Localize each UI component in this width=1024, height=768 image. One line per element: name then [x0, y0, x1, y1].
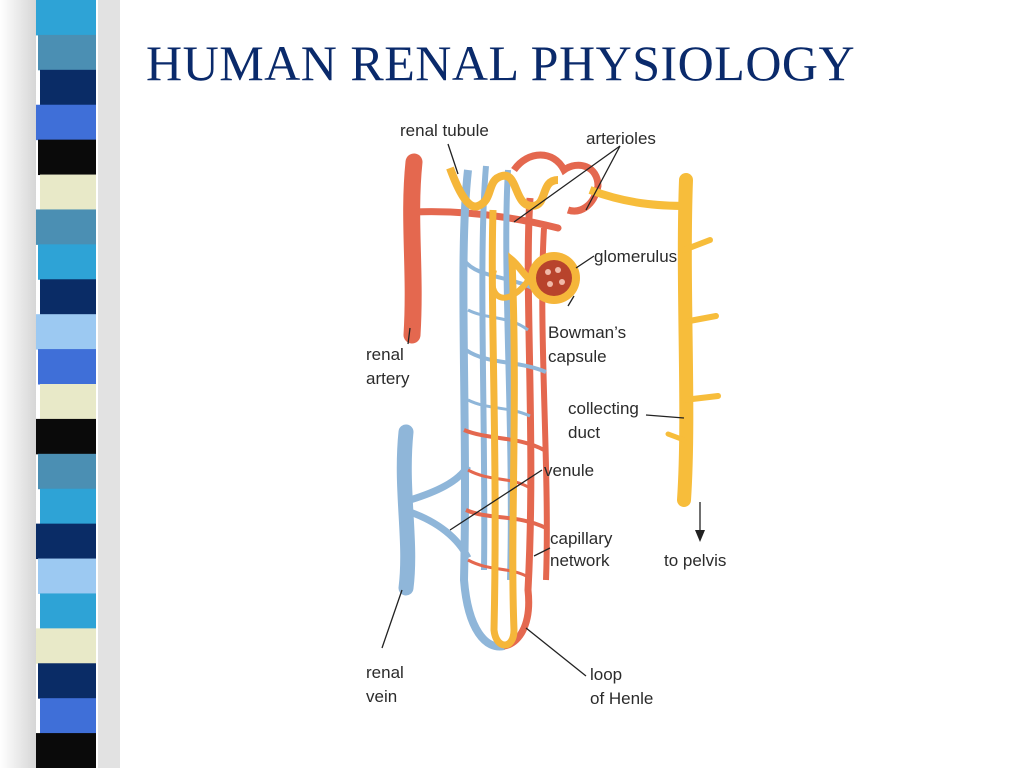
- stripe-block: [40, 488, 96, 525]
- decorative-stripe: [0, 0, 120, 768]
- label-capillary-network-line1: capillary: [550, 529, 613, 548]
- stripe-block: [38, 244, 96, 280]
- glomerulus: [489, 151, 602, 304]
- label-capillary-network-line2: network: [550, 551, 610, 570]
- stripe-block: [38, 34, 96, 71]
- stripe-block: [36, 104, 96, 141]
- label-renal-artery-line1: renal: [366, 345, 404, 364]
- stripe-block: [38, 453, 96, 490]
- stripe-block: [38, 558, 96, 594]
- stripe-block: [36, 523, 96, 560]
- stripe-block: [36, 733, 96, 768]
- stripe-block: [36, 209, 96, 245]
- nephron-diagram: renal tubule arterioles glomerulus Bowma…: [318, 110, 758, 722]
- stripe-block: [38, 139, 96, 176]
- stripe-block: [40, 174, 96, 210]
- stripe-block: [40, 384, 96, 420]
- stripe-block: [36, 314, 96, 350]
- stripe-block: [40, 698, 96, 734]
- slide-title: HUMAN RENAL PHYSIOLOGY: [146, 35, 856, 91]
- label-glomerulus: glomerulus: [594, 247, 677, 266]
- label-loop-of-henle-line1: loop: [590, 665, 622, 684]
- label-renal-tubule: renal tubule: [400, 121, 489, 140]
- label-bowmans-capsule-line2: capsule: [548, 347, 607, 366]
- stripe-block: [38, 663, 96, 699]
- label-arterioles: arterioles: [586, 129, 656, 148]
- label-collecting-duct-line1: collecting: [568, 399, 639, 418]
- stripe-block: [38, 349, 96, 385]
- stripe-block: [40, 593, 96, 629]
- renal-tubule: [446, 166, 559, 649]
- stripe-block: [40, 279, 96, 315]
- leader-lines: [381, 143, 685, 677]
- label-to-pelvis: to pelvis: [664, 551, 726, 570]
- label-venule: venule: [544, 461, 594, 480]
- stripe-block: [36, 0, 96, 36]
- label-renal-vein-line2: vein: [366, 687, 397, 706]
- stripe-block: [40, 69, 96, 106]
- label-renal-artery-line2: artery: [366, 369, 410, 388]
- stripe-block: [36, 418, 96, 455]
- label-collecting-duct-line2: duct: [568, 423, 600, 442]
- stripe-block: [36, 628, 96, 664]
- collecting-duct: [588, 173, 721, 542]
- stripe-blocks: [36, 0, 96, 768]
- label-bowmans-capsule-line1: Bowman’s: [548, 323, 626, 342]
- label-loop-of-henle-line2: of Henle: [590, 689, 653, 708]
- diagram-labels: renal tubule arterioles glomerulus Bowma…: [366, 121, 726, 708]
- label-renal-vein-line1: renal: [366, 663, 404, 682]
